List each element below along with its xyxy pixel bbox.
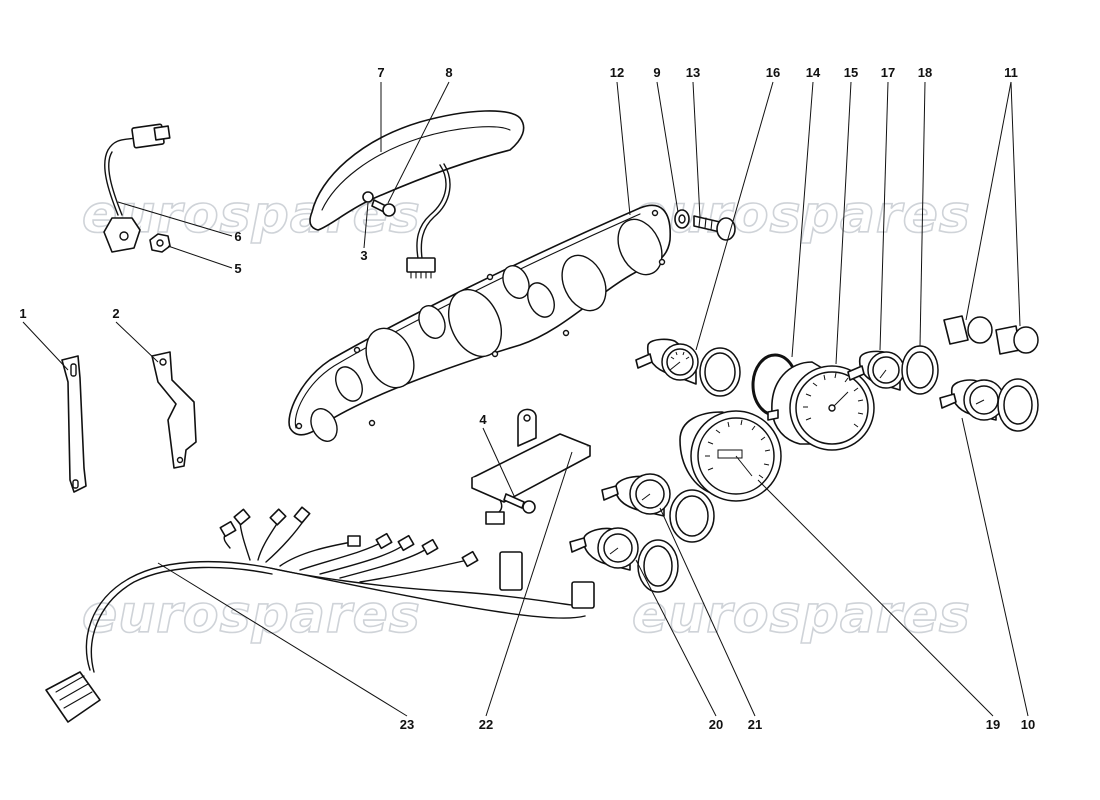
part-11-lamps [943, 315, 1039, 355]
callout-1: 1 [19, 306, 26, 321]
callout-9: 9 [653, 65, 660, 80]
leader-lines [22, 81, 1029, 717]
part-17-gauge [847, 350, 905, 391]
part-16-gauge [635, 338, 741, 397]
callout-12: 12 [610, 65, 624, 80]
part-4-screw [503, 493, 536, 514]
part-10-gauge [939, 378, 1039, 432]
callout-16: 16 [766, 65, 780, 80]
callout-2: 2 [112, 306, 119, 321]
callout-17: 17 [881, 65, 895, 80]
callout-3: 3 [360, 248, 367, 263]
callout-22: 22 [479, 717, 493, 732]
callout-5: 5 [234, 261, 241, 276]
callout-10: 10 [1021, 717, 1035, 732]
callout-15: 15 [844, 65, 858, 80]
callout-11: 11 [1004, 65, 1018, 80]
part-19-speedometer [679, 410, 782, 502]
part-8-screw [371, 199, 396, 217]
callout-13: 13 [686, 65, 700, 80]
part-5-nut [149, 233, 171, 253]
callout-14: 14 [806, 65, 821, 80]
part-15-tachometer [767, 361, 875, 451]
callout-6: 6 [234, 229, 241, 244]
callout-labels: 1 2 3 4 5 6 7 8 9 10 11 12 13 14 15 16 1… [19, 65, 1035, 732]
callout-8: 8 [445, 65, 452, 80]
callout-7: 7 [377, 65, 384, 80]
callout-23: 23 [400, 717, 414, 732]
part-18-bezel [901, 345, 939, 395]
part-3-screw [362, 191, 374, 203]
part-12-instrument-panel [288, 204, 671, 442]
callout-4: 4 [479, 412, 487, 427]
watermark-bottom-right: eurospares [632, 585, 971, 645]
part-21-gauge [601, 473, 715, 543]
part-6-switch [103, 123, 171, 253]
part-1-bracket [61, 355, 87, 493]
callout-19: 19 [986, 717, 1000, 732]
callout-18: 18 [918, 65, 932, 80]
part-9-washer [674, 209, 690, 229]
part-2-bracket [151, 351, 197, 469]
part-20-gauge [569, 527, 679, 593]
watermark-bottom-left: eurospares [82, 585, 421, 645]
part-22-warning-strip [471, 408, 591, 525]
callout-20: 20 [709, 717, 723, 732]
callout-21: 21 [748, 717, 762, 732]
part-13-screw [693, 215, 736, 241]
part-23-harness [45, 506, 595, 723]
